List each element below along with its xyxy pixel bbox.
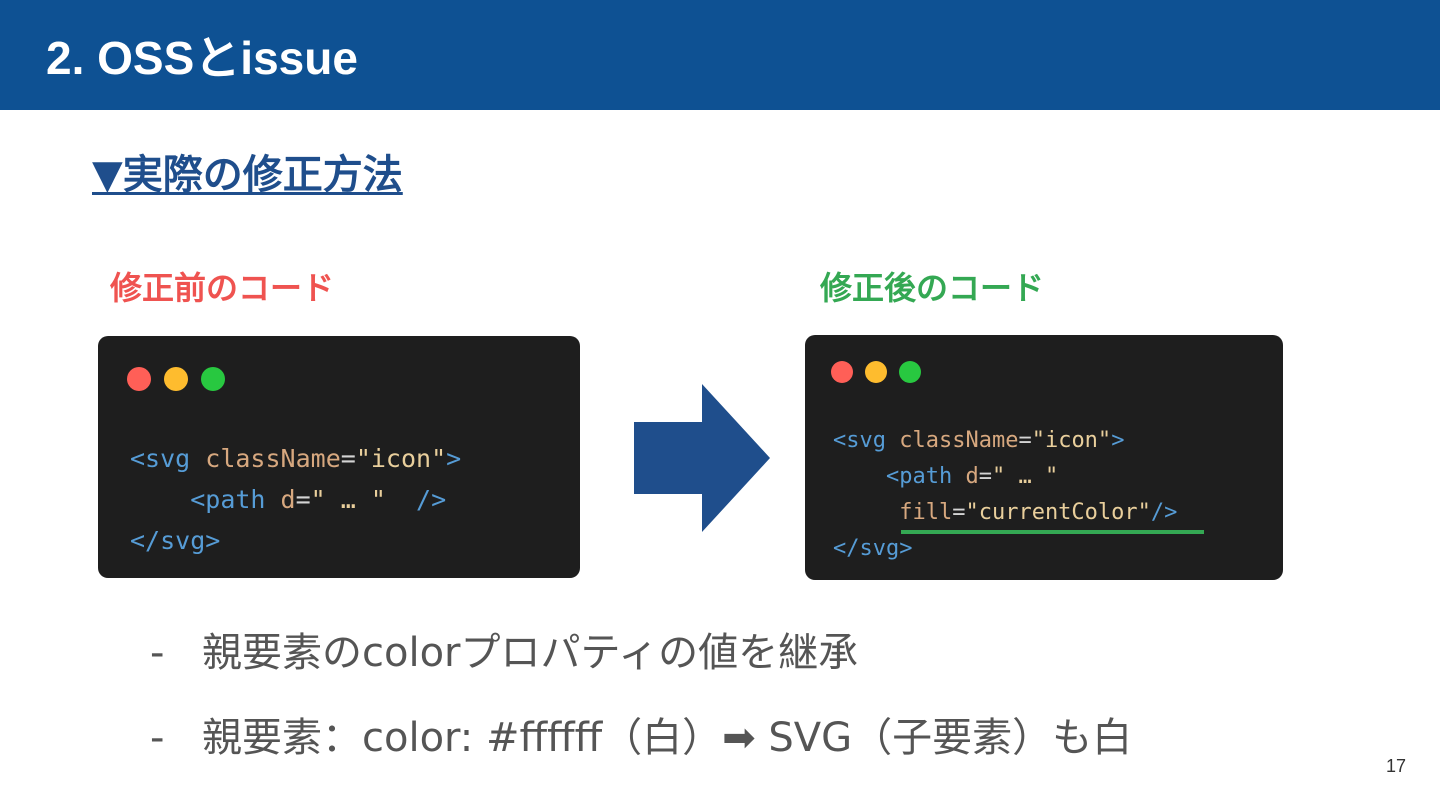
code-token: className xyxy=(205,444,341,473)
page-number: 17 xyxy=(1385,756,1406,776)
after-code-window: <svg className="icon"> <path d=" … " fil… xyxy=(805,335,1283,580)
window-controls xyxy=(127,367,225,391)
code-token: <svg xyxy=(130,444,191,473)
after-code-block: <svg className="icon"> <path d=" … " fil… xyxy=(833,423,1177,567)
bullet-dash: - xyxy=(150,630,165,676)
code-token: > xyxy=(446,444,462,473)
code-token: "icon" xyxy=(355,444,447,473)
code-token: className xyxy=(899,428,1019,453)
code-token: " … " xyxy=(310,485,386,514)
maximize-dot-icon xyxy=(201,367,225,391)
slide-title: 2. OSSとissue xyxy=(46,32,358,84)
code-token: " … " xyxy=(991,464,1059,489)
code-token: = xyxy=(1018,428,1032,453)
code-token: d xyxy=(280,485,296,514)
bullet-item: -親要素のcolorプロパティの値を継承 xyxy=(150,627,858,679)
code-token: "icon" xyxy=(1031,428,1112,453)
close-dot-icon xyxy=(127,367,151,391)
code-token: = xyxy=(295,485,311,514)
minimize-dot-icon xyxy=(865,361,887,383)
code-token: = xyxy=(340,444,356,473)
after-code-label: 修正後のコード xyxy=(820,269,1045,307)
code-token: "currentColor" xyxy=(965,500,1151,525)
minimize-dot-icon xyxy=(164,367,188,391)
bullet-item: -親要素：color: #ffffff（白）➡ SVG（子要素）も白 xyxy=(150,712,1132,764)
code-token: /> xyxy=(416,485,447,514)
code-token: > xyxy=(1111,428,1125,453)
code-token: </svg> xyxy=(130,526,221,555)
bullet-text: 親要素：color: #ffffff（白）➡ SVG（子要素）も白 xyxy=(202,715,1133,761)
highlight-underline xyxy=(901,530,1204,534)
slide-header: 2. OSSとissue xyxy=(0,0,1440,110)
code-token: fill xyxy=(899,500,953,525)
code-token: /> xyxy=(1150,500,1178,525)
bullet-dash: - xyxy=(150,715,165,761)
code-token: <path xyxy=(885,464,953,489)
code-token: = xyxy=(952,500,966,525)
before-code-label: 修正前のコード xyxy=(110,269,335,307)
before-code-block: <svg className="icon"> <path d=" … " /> … xyxy=(130,438,461,561)
bullet-text: 親要素のcolorプロパティの値を継承 xyxy=(202,630,859,676)
maximize-dot-icon xyxy=(899,361,921,383)
code-token: <path xyxy=(190,485,266,514)
code-token: </svg> xyxy=(833,536,913,561)
code-token: d xyxy=(965,464,979,489)
before-code-window: <svg className="icon"> <path d=" … " /> … xyxy=(98,336,580,578)
code-token: <svg xyxy=(833,428,886,453)
section-title: ▼実際の修正方法 xyxy=(92,152,403,198)
window-controls xyxy=(831,361,921,383)
right-arrow-icon xyxy=(634,384,770,532)
close-dot-icon xyxy=(831,361,853,383)
code-token: = xyxy=(978,464,992,489)
